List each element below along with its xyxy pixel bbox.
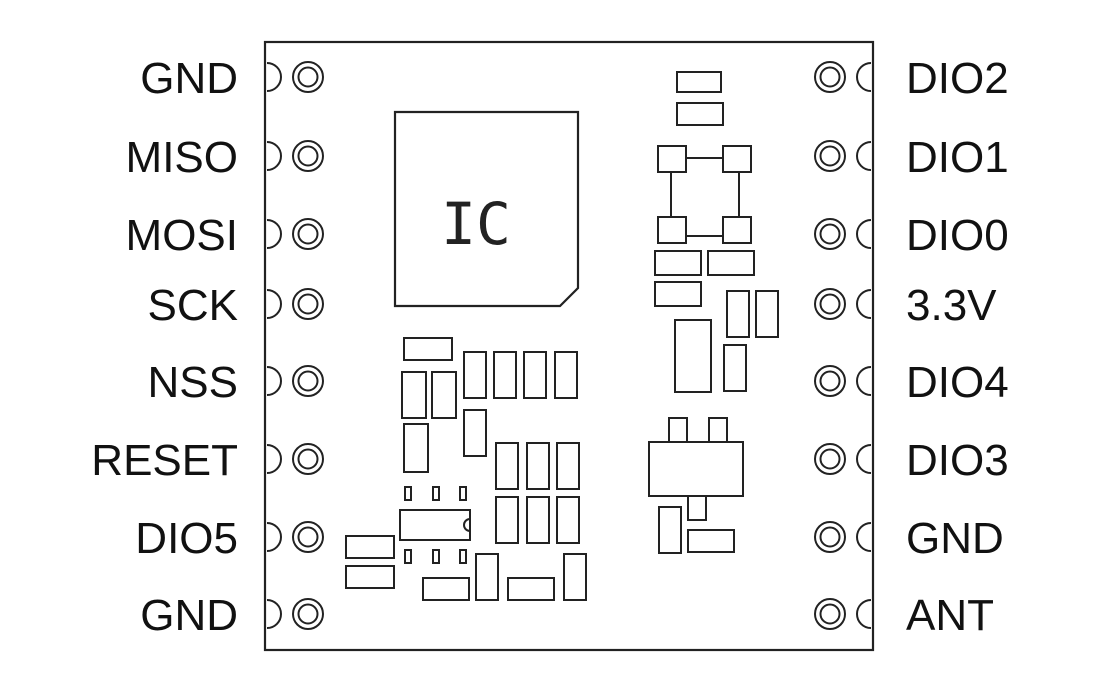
ic-label: IC bbox=[441, 190, 511, 258]
right-pin-label-2: DIO1 bbox=[906, 133, 1009, 182]
smd-component bbox=[403, 423, 429, 473]
left-pin-label-5: NSS bbox=[148, 358, 238, 407]
right-pin-label-5: DIO4 bbox=[906, 358, 1009, 407]
smd-component bbox=[563, 553, 587, 601]
left-pad-7 bbox=[266, 521, 324, 553]
passive-components-left bbox=[345, 337, 587, 601]
smd-component bbox=[658, 506, 682, 554]
left-pin-label-6: RESET bbox=[91, 436, 238, 485]
smd-component bbox=[676, 102, 724, 126]
smd-component bbox=[674, 319, 712, 393]
left-pad-2 bbox=[266, 140, 324, 172]
right-pad-8 bbox=[814, 598, 872, 630]
smd-component bbox=[723, 344, 747, 392]
smd-component bbox=[676, 71, 722, 93]
smd-component bbox=[495, 442, 519, 490]
smd-component bbox=[401, 371, 427, 419]
left-pin-labels: GND MISO MOSI SCK NSS RESET DIO5 GND bbox=[91, 54, 238, 640]
smd-component bbox=[463, 409, 487, 457]
left-pin-label-7: DIO5 bbox=[135, 514, 238, 563]
left-pin-label-1: GND bbox=[140, 54, 238, 103]
right-pad-2 bbox=[814, 140, 872, 172]
passive-components-right bbox=[648, 71, 779, 554]
smd-component bbox=[654, 250, 702, 276]
crystal-oscillator bbox=[657, 145, 752, 244]
left-pin-label-4: SCK bbox=[148, 281, 238, 330]
smd-component bbox=[526, 496, 550, 544]
left-pad-5 bbox=[266, 365, 324, 397]
right-pin-label-3: DIO0 bbox=[906, 211, 1009, 260]
right-pin-label-1: DIO2 bbox=[906, 54, 1009, 103]
smd-component bbox=[755, 290, 779, 338]
smd-component bbox=[431, 371, 457, 419]
smd-component bbox=[654, 281, 702, 307]
smd-component bbox=[345, 535, 395, 559]
left-pin-label-3: MOSI bbox=[126, 211, 238, 260]
smd-component bbox=[726, 290, 750, 338]
smd-component bbox=[475, 553, 499, 601]
small-ic-package bbox=[399, 486, 471, 564]
left-pin-label-2: MISO bbox=[126, 133, 238, 182]
smd-component bbox=[687, 529, 735, 553]
right-pad-1 bbox=[814, 61, 872, 93]
right-pin-label-6: DIO3 bbox=[906, 436, 1009, 485]
smd-component bbox=[403, 337, 453, 361]
right-pads bbox=[814, 61, 872, 630]
smd-component bbox=[526, 442, 550, 490]
smd-component bbox=[554, 351, 578, 399]
right-pin-labels: DIO2 DIO1 DIO0 3.3V DIO4 DIO3 GND ANT bbox=[906, 54, 1009, 640]
smd-component bbox=[463, 351, 487, 399]
smd-component bbox=[345, 565, 395, 589]
right-pin-label-7: GND bbox=[906, 514, 1004, 563]
smd-component bbox=[707, 250, 755, 276]
right-pad-7 bbox=[814, 521, 872, 553]
right-pin-label-8: ANT bbox=[906, 591, 994, 640]
left-pad-4 bbox=[266, 288, 324, 320]
smd-component bbox=[556, 496, 580, 544]
left-pad-3 bbox=[266, 218, 324, 250]
right-pad-4 bbox=[814, 288, 872, 320]
main-ic-chip: IC bbox=[393, 110, 580, 308]
left-pad-6 bbox=[266, 443, 324, 475]
smd-component bbox=[495, 496, 519, 544]
sot-transistor bbox=[648, 417, 744, 521]
smd-component bbox=[523, 351, 547, 399]
left-pad-1 bbox=[266, 61, 324, 93]
smd-component bbox=[507, 577, 555, 601]
left-pin-label-8: GND bbox=[140, 591, 238, 640]
smd-component bbox=[556, 442, 580, 490]
smd-component bbox=[422, 577, 470, 601]
right-pad-3 bbox=[814, 218, 872, 250]
right-pin-label-4: 3.3V bbox=[906, 281, 997, 330]
smd-component bbox=[493, 351, 517, 399]
module-board-outline bbox=[263, 40, 875, 652]
right-pad-6 bbox=[814, 443, 872, 475]
right-pad-5 bbox=[814, 365, 872, 397]
left-pad-8 bbox=[266, 598, 324, 630]
left-pads bbox=[266, 61, 324, 630]
